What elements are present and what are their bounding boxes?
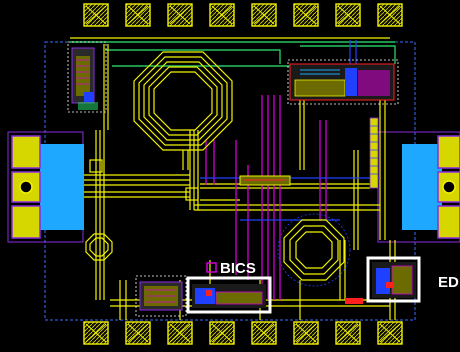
bics-label: BICS (220, 260, 256, 277)
transistor-cell-icon (372, 262, 416, 298)
small-pad (89, 159, 103, 173)
small-pad (185, 187, 199, 201)
left-rf-pad (7, 131, 84, 243)
octagonal-inductor-icon (85, 233, 113, 261)
transistor-cell-icon (139, 281, 266, 311)
ed-highlight-box (366, 256, 421, 303)
transistor-cell-icon (71, 47, 98, 110)
bottom-pad-crosses (85, 323, 401, 343)
right-rf-pad (377, 131, 460, 243)
bics-marker-square (206, 262, 217, 273)
cell-boundaries (67, 41, 399, 317)
resistor-strip (239, 175, 291, 186)
magenta-routing (205, 95, 327, 300)
bics-highlight-box (186, 276, 272, 314)
octagonal-inductor-icon (133, 51, 233, 170)
top-pad-crosses (85, 5, 401, 25)
transistor-cell-icon (289, 63, 395, 101)
ed-label: ED (438, 274, 459, 291)
green-routing (70, 41, 396, 67)
capacitor-column (369, 117, 379, 189)
red-resistor (345, 298, 363, 304)
inductor-outline (277, 213, 351, 287)
octagonal-inductor-icon (283, 219, 345, 281)
